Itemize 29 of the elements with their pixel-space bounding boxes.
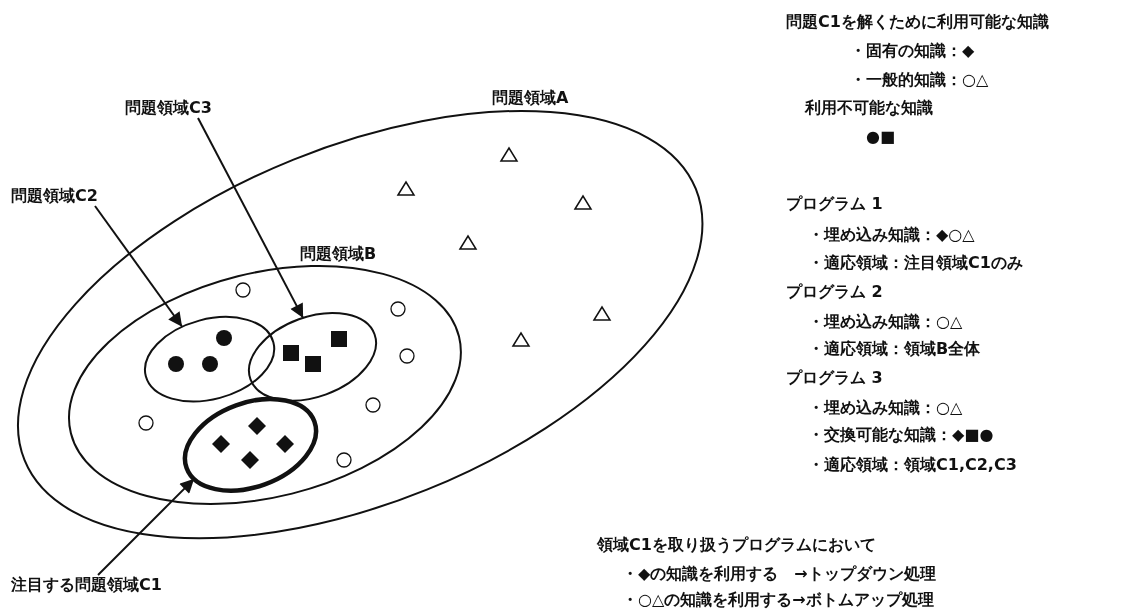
region-label: 注目する問題領域C1 [9, 575, 164, 595]
note-text: ・埋め込み知識：○△ [807, 312, 964, 332]
note-text: プログラム 1 [785, 194, 884, 214]
note-text: ・埋め込み知識：○△ [807, 398, 964, 418]
note-text: ・一般的知識：○△ [849, 70, 990, 90]
note-text: 利用不可能な知識 [803, 98, 934, 118]
ellipse-region [185, 399, 317, 491]
arrow [94, 205, 184, 328]
region-label: 問題領域C2 [9, 186, 100, 206]
note-text: プログラム 2 [785, 282, 884, 302]
region-label: 問題領域C3 [123, 98, 214, 118]
note-text: ・適応領域：領域B全体 [807, 339, 982, 359]
note-text: ・埋め込み知識：◆○△ [807, 225, 976, 245]
note-text: プログラム 3 [785, 368, 884, 388]
region-label: 問題領域B [299, 244, 378, 264]
note-text: ・適応領域：注目領域C1のみ [807, 253, 1024, 273]
ellipse-region [249, 313, 377, 401]
note-text: ・適応領域：領域C1,C2,C3 [807, 455, 1018, 475]
ellipse-region [145, 316, 275, 402]
note-text: ・○△の知識を利用する→ボトムアップ処理 [621, 590, 935, 610]
note-text: ・交換可能な知識：◆■● [807, 425, 995, 445]
note-text: ・◆の知識を利用する →トップダウン処理 [621, 564, 937, 584]
region-label: 問題領域A [491, 88, 570, 108]
note-text: ・固有の知識：◆ [849, 41, 976, 61]
arrow [197, 117, 305, 320]
arrow [97, 477, 196, 576]
note-text: ●■ [865, 127, 897, 147]
note-text: 問題C1を解くために利用可能な知識 [785, 12, 1050, 32]
note-text: 領域C1を取り扱うプログラムにおいて [596, 535, 877, 555]
